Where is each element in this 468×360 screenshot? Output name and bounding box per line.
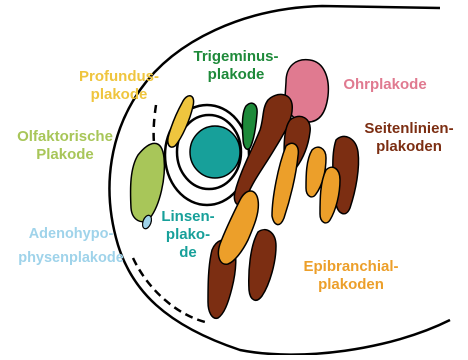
label-line: plako-	[156, 226, 220, 244]
label-seitenlinienplakoden: Seitenlinien- plakoden	[352, 120, 466, 156]
lateral-line-placode-4	[249, 230, 276, 301]
label-adenohypophysenplakode: Adenohypo- physenplakode	[6, 222, 136, 270]
epibranchial-placode-4	[320, 167, 340, 223]
label-trigeminusplakode: Trigeminus- plakode	[176, 48, 296, 84]
label-line: Olfaktorische	[6, 128, 124, 146]
label-line: Ohrplakode	[330, 76, 440, 94]
label-line: Adenohypo-	[6, 222, 136, 246]
label-ohrplakode: Ohrplakode	[330, 76, 440, 94]
label-olfaktorische-plakode: Olfaktorische Plakode	[6, 128, 124, 164]
label-epibranchialplakoden: Epibranchial- plakoden	[286, 258, 416, 294]
label-line: Profundus-	[64, 68, 174, 86]
label-line: Plakode	[6, 146, 124, 164]
label-line: plakode	[176, 66, 296, 84]
label-line: de	[156, 244, 220, 262]
label-line: plakoden	[286, 276, 416, 294]
epibranchial-placode-2	[272, 143, 298, 224]
label-linsenplakode: Linsen- plako- de	[156, 208, 220, 262]
label-line: Linsen-	[156, 208, 220, 226]
label-line: plakoden	[352, 138, 466, 156]
label-line: plakode	[64, 86, 174, 104]
brain-outline-lower	[133, 258, 205, 322]
lens-placode	[190, 126, 240, 178]
label-line: Trigeminus-	[176, 48, 296, 66]
label-line: Seitenlinien-	[352, 120, 466, 138]
label-profundusplakode: Profundus- plakode	[64, 68, 174, 104]
label-line: physenplakode	[6, 246, 136, 270]
label-line: Epibranchial-	[286, 258, 416, 276]
